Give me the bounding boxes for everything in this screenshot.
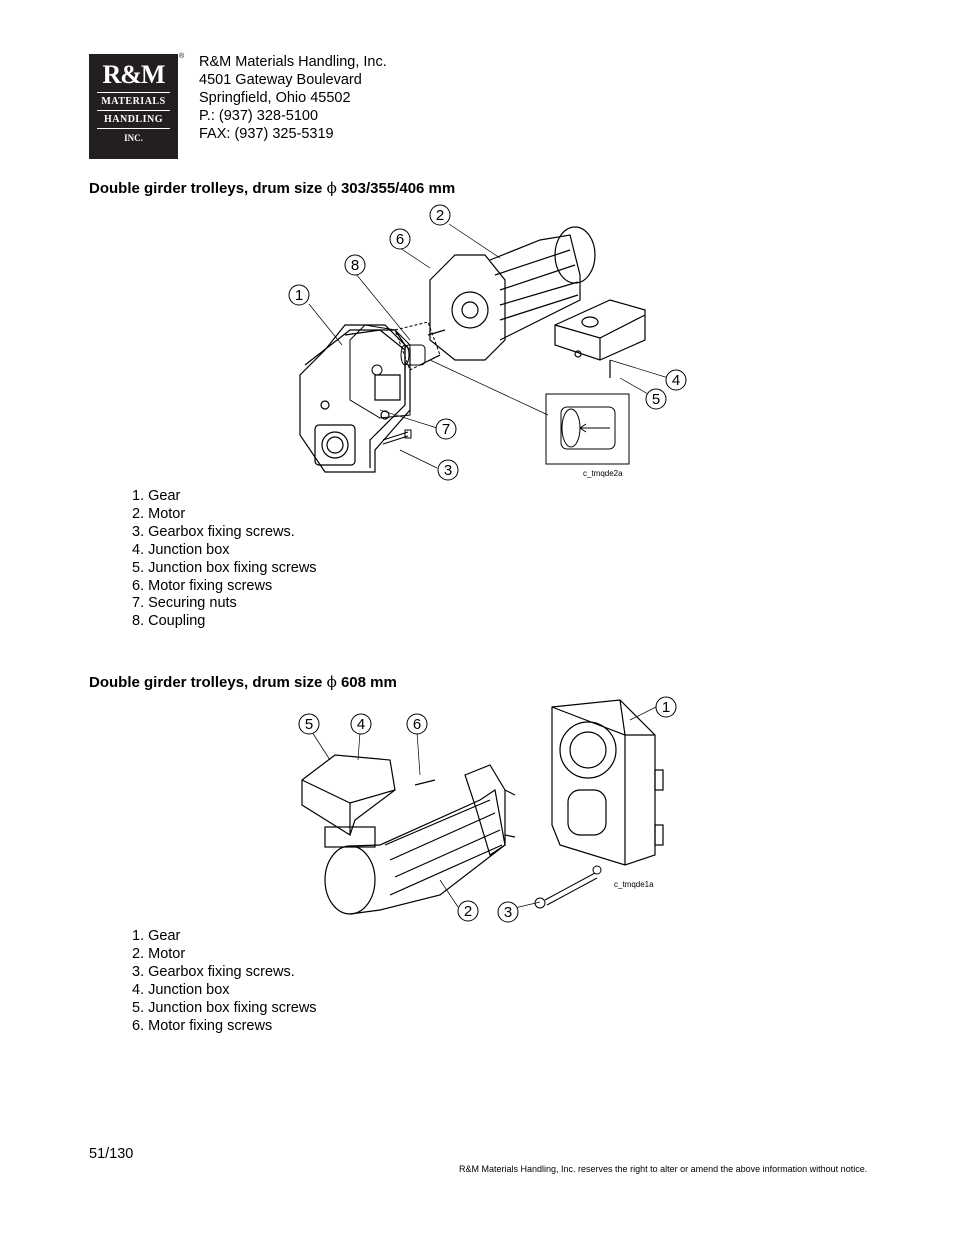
list-item: 5. Junction box fixing screws (132, 999, 317, 1016)
footer-notice: R&M Materials Handling, Inc. reserves th… (459, 1164, 868, 1174)
callout-8: 8 (344, 254, 366, 276)
figure-exploded-drive-608: c_tmqde1a 1 2 3 4 5 6 (298, 696, 677, 923)
company-fax: FAX: (937) 325-5319 (199, 126, 334, 142)
section1-parts-list: 1. Gear 2. Motor 3. Gearbox fixing screw… (132, 488, 317, 631)
list-item: 6. Motor fixing screws (132, 1017, 273, 1034)
section2-heading: Double girder trolleys, drum size ϕ 608 … (89, 673, 397, 691)
logo-divider (97, 128, 170, 129)
page-number: 51/130 (89, 1146, 134, 1162)
company-address: R&M Materials Handling, Inc. 4501 Gatewa… (199, 53, 387, 143)
figure1-code: c_tmqde2a (583, 469, 623, 478)
flange-plate-drawing (349, 324, 411, 419)
callout-5: 5 (645, 388, 667, 410)
svg-text:3: 3 (504, 904, 512, 921)
section1-heading-a: Double girder trolleys, drum size (89, 180, 327, 197)
section1-heading-b: 303/355/406 mm (336, 180, 456, 197)
list-item: 5. Junction box fixing screws (132, 559, 317, 576)
company-city: Springfield, Ohio 45502 (199, 90, 351, 106)
logo-line1: MATERIALS (101, 96, 166, 107)
list-item: 1. Gear (132, 488, 181, 504)
svg-text:7: 7 (442, 421, 450, 438)
callout-4: 4 (350, 713, 372, 735)
svg-text:4: 4 (672, 372, 680, 389)
list-item: 4. Junction box (132, 981, 230, 998)
callout-5: 5 (298, 713, 320, 735)
svg-text:6: 6 (413, 716, 421, 733)
logo-line3: INC. (124, 133, 143, 143)
gearbox-screw-drawing (382, 429, 412, 445)
svg-text:1: 1 (662, 699, 670, 716)
company-name: R&M Materials Handling, Inc. (199, 54, 387, 70)
phi-symbol: ϕ (326, 179, 337, 197)
motor-drawing (324, 764, 516, 915)
svg-text:5: 5 (305, 716, 313, 733)
svg-text:2: 2 (464, 903, 472, 920)
section2-heading-b: 608 mm (336, 674, 397, 691)
callout-6: 6 (389, 228, 411, 250)
company-street: 4501 Gateway Boulevard (199, 72, 362, 88)
callout-6: 6 (406, 713, 428, 735)
company-logo: R&M MATERIALS HANDLING INC. (89, 54, 178, 159)
callout-1: 1 (288, 284, 310, 306)
logo-line2: HANDLING (103, 114, 163, 125)
figure2-code: c_tmqde1a (614, 880, 654, 889)
svg-text:6: 6 (396, 231, 404, 248)
junction-box-drawing (554, 299, 646, 378)
list-item: 3. Gearbox fixing screws. (132, 963, 295, 980)
list-item: 8. Coupling (132, 613, 206, 630)
logo-divider (97, 110, 170, 111)
callout-3: 3 (497, 901, 519, 923)
leader-lines (311, 706, 657, 913)
logo-divider (97, 92, 170, 93)
section1-heading: Double girder trolleys, drum size ϕ 303/… (89, 179, 455, 197)
list-item: 3. Gearbox fixing screws. (132, 523, 295, 540)
svg-text:4: 4 (357, 716, 365, 733)
list-item: 7. Securing nuts (132, 595, 237, 612)
registered-mark: ® (179, 53, 185, 60)
gearbox-drawing (299, 324, 411, 473)
coupling-detail-inset (545, 393, 630, 465)
callout-3: 3 (437, 459, 459, 481)
list-item: 4. Junction box (132, 541, 230, 558)
logo-brand: R&M (102, 60, 166, 89)
figure-exploded-drive-303: c_tmqde2a 1 2 3 4 5 6 7 8 (288, 204, 687, 481)
motor-drawing (419, 226, 596, 366)
list-item: 2. Motor (132, 505, 186, 522)
svg-text:2: 2 (436, 207, 444, 224)
gearbox-screw-drawing (534, 865, 602, 909)
callout-4: 4 (665, 369, 687, 391)
junction-box-drawing (301, 754, 396, 848)
leader-lines (308, 223, 676, 469)
callout-1: 1 (655, 696, 677, 718)
company-phone: P.: (937) 328-5100 (199, 108, 319, 124)
phi-symbol: ϕ (326, 673, 337, 691)
callout-7: 7 (435, 418, 457, 440)
section2-parts-list: 1. Gear 2. Motor 3. Gearbox fixing screw… (132, 928, 317, 1035)
list-item: 2. Motor (132, 945, 186, 962)
svg-text:1: 1 (295, 287, 303, 304)
callout-2: 2 (429, 204, 451, 226)
section2-heading-a: Double girder trolleys, drum size (89, 674, 327, 691)
list-item: 6. Motor fixing screws (132, 577, 273, 594)
coupling-drawing (394, 321, 441, 371)
svg-text:5: 5 (652, 391, 660, 408)
callout-2: 2 (457, 900, 479, 922)
svg-text:3: 3 (444, 462, 452, 479)
list-item: 1. Gear (132, 928, 181, 944)
gearbox-drawing (551, 699, 664, 866)
svg-text:8: 8 (351, 257, 359, 274)
